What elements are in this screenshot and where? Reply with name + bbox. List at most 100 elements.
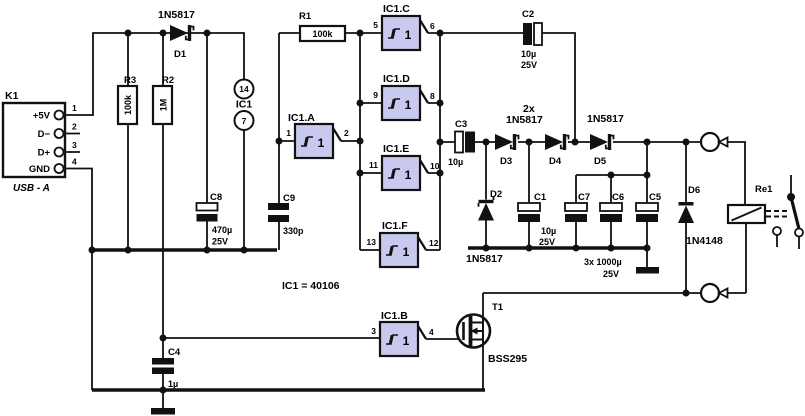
ic-ref: IC1	[236, 99, 253, 111]
diode-d6: D6 1N4148	[678, 185, 723, 247]
pin-label-dminus: D−	[38, 129, 51, 140]
switch-contact	[794, 227, 804, 238]
capacitor-c6: C6	[599, 192, 624, 222]
resistor-r2: R2 1M	[151, 75, 174, 126]
resistor-ref: R2	[162, 75, 174, 86]
cap-ref: C3	[455, 119, 467, 130]
wire-gate-inputs	[360, 32, 382, 251]
resistor-ref: R3	[124, 75, 136, 86]
capacitor-c1: C1 10µ 25V	[517, 192, 556, 247]
gate-symbol: 1	[403, 245, 410, 259]
capacitor-c2: C2 10µ 25V	[521, 9, 543, 70]
usb-connector-k1: K1 +5V D− D+ GND 1 2 3 4 USB - A	[1, 90, 77, 194]
capacitor-c3: C3 10µ	[448, 119, 475, 167]
diode-d4: D4	[543, 132, 571, 167]
wire-cap-bank-bottom	[575, 222, 648, 267]
vdd-pin: 14	[239, 84, 249, 94]
terminal-lower	[699, 282, 729, 304]
cap-ref: C4	[168, 347, 181, 358]
cap-value: 10µ	[541, 226, 556, 236]
cap-ref: C6	[612, 192, 624, 203]
diode-ref: D2	[490, 189, 502, 200]
gate-pin-out: 10	[430, 161, 440, 171]
switch-contact	[772, 226, 782, 236]
wire-drain-source	[482, 292, 701, 390]
cap-value: 330p	[283, 226, 304, 236]
wire-relay-coil	[728, 141, 747, 294]
diode-d2: D2 1N5817	[466, 189, 503, 265]
gate-symbol: 1	[405, 168, 412, 182]
gate-pin-in: 9	[373, 90, 378, 100]
pin-circle	[53, 163, 65, 174]
pin-label-gnd: GND	[29, 164, 50, 175]
gate-ref: IC1.F	[382, 220, 408, 232]
cap-ref: C1	[534, 192, 547, 203]
diode-d3: D3	[493, 132, 521, 167]
diode-ref: D5	[594, 156, 607, 167]
capacitor-c9: C9 330p	[268, 193, 304, 236]
gate-pin-in: 1	[286, 128, 291, 138]
pin-circle	[53, 109, 65, 121]
gate-symbol: 1	[403, 334, 410, 348]
gate-ic1b: IC1.B 1 3 4	[371, 310, 434, 358]
gate-symbol: 1	[318, 136, 325, 150]
resistor-value: 1M	[159, 99, 169, 112]
pin-num-1: 1	[72, 103, 77, 113]
gate-ic1e: IC1.E 1 11 10	[369, 143, 440, 192]
resistor-value: 100k	[312, 29, 333, 39]
cap-voltage: 25V	[521, 60, 537, 70]
connector-ref: K1	[5, 90, 19, 102]
capacitor-c7: C7	[564, 192, 590, 222]
gate-ic1d: IC1.D 1 9 8	[373, 73, 435, 122]
wire-gnd	[63, 167, 93, 390]
ic-equation: IC1 = 40106	[282, 280, 340, 292]
pin-label-dplus: D+	[38, 148, 51, 159]
wire-c2-right	[542, 32, 576, 142]
gate-output-ticks	[332, 19, 429, 340]
gate-pin-in: 5	[373, 20, 378, 30]
ground-symbol	[151, 408, 175, 415]
gate-ref: IC1.B	[381, 310, 408, 322]
cap-ref: C8	[210, 192, 222, 203]
mosfet-arrow	[470, 327, 478, 335]
cap-voltage: 25V	[539, 237, 555, 247]
pin-circle	[53, 128, 65, 139]
pin-label-5v: +5V	[33, 111, 51, 122]
gate-pin-in: 13	[367, 237, 377, 247]
gate-pin-out: 2	[344, 128, 349, 138]
diode-d5: D5 1N5817	[587, 113, 624, 167]
relay-ref: Re1	[755, 184, 773, 195]
diode-d1: 1N5817 D1	[158, 9, 196, 60]
terminal-upper	[699, 131, 729, 153]
transistor-part: BSS295	[488, 353, 527, 365]
ground-symbol	[636, 267, 659, 274]
pin-num-2: 2	[72, 122, 77, 132]
pin-num-3: 3	[72, 140, 77, 150]
gate-ref: IC1.E	[383, 143, 409, 155]
diode-ref: D4	[549, 156, 562, 167]
capacitor-c5: C5	[635, 192, 662, 222]
diode-part: 1N4148	[686, 235, 723, 247]
ic1-power: 14 IC1 7	[233, 78, 255, 131]
gate-pin-out: 8	[430, 91, 435, 101]
diode-part: 1N5817	[466, 253, 503, 265]
gate-pin-out: 12	[429, 238, 439, 248]
capacitor-c4: C4 1µ	[152, 347, 181, 389]
d3-d4-qty: 2x	[523, 103, 535, 115]
d3-d4-part: 1N5817	[506, 114, 543, 126]
resistor-r3: R3 100k	[116, 75, 139, 126]
wire-gate-outputs	[426, 32, 523, 251]
gate-ref: IC1.C	[383, 3, 410, 15]
cap-bank-value: 3x 1000µ	[584, 257, 622, 267]
gate-pin-in: 3	[371, 326, 376, 336]
resistor-ref: R1	[299, 11, 312, 22]
cap-ref: C9	[283, 193, 295, 204]
junction-dots	[88, 29, 690, 394]
capacitor-c8: C8 470µ 25V	[195, 192, 232, 247]
gate-pin-in: 11	[369, 160, 378, 170]
gate-pin-out: 4	[429, 327, 434, 337]
pin-circle	[53, 146, 65, 158]
diode-ref: D1	[174, 49, 187, 60]
